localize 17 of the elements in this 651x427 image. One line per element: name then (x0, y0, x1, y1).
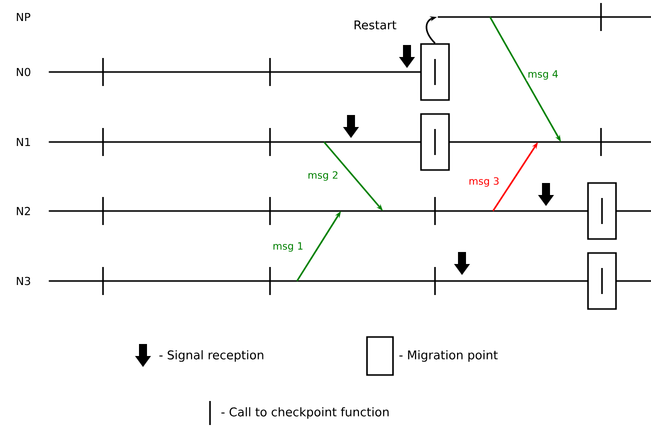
legend-text: - Signal reception (159, 350, 264, 362)
legend-text: - Migration point (399, 350, 498, 362)
edge-label: msg 3 (468, 176, 500, 188)
edge-label: msg 4 (526, 69, 560, 81)
legend-text: - Call to checkpoint function (221, 407, 389, 419)
migration-box (420, 113, 450, 171)
migration-box (420, 43, 450, 101)
timeline: N3 (16, 276, 651, 286)
edge-label: Restart (354, 20, 396, 30)
timeline: N0 (16, 68, 423, 76)
edge-label: msg 2 (306, 170, 340, 182)
timeline: N2 (16, 206, 651, 216)
edge-label: msg 1 (272, 241, 304, 253)
timeline: NP (16, 13, 651, 21)
timeline: N1 (16, 138, 651, 146)
migration-box (587, 252, 617, 310)
migration-box (587, 182, 617, 240)
